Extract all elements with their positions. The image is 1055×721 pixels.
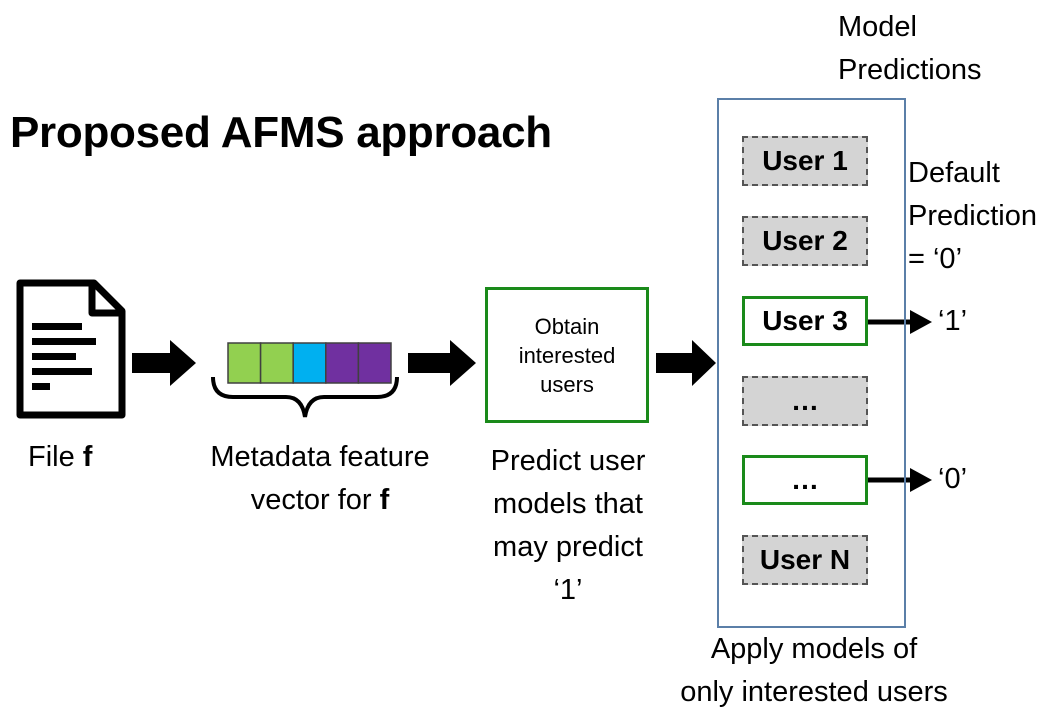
user-model-box: User 3 <box>742 296 868 346</box>
user5-prediction-value: ‘0’ <box>938 463 968 495</box>
user-model-box: User N <box>742 535 868 585</box>
user3-prediction-value: ‘1’ <box>938 305 968 337</box>
feature-cell <box>292 342 327 384</box>
obtain-users-box: Obtain interested users <box>485 287 649 423</box>
feature-cell <box>325 342 360 384</box>
predict-label: Predict user models that may predict ‘1’ <box>490 445 646 606</box>
document-icon <box>16 279 126 419</box>
vector-brace <box>211 376 399 418</box>
user-model-box: User 1 <box>742 136 868 186</box>
feature-cell <box>259 342 294 384</box>
diagram-title: Proposed AFMS approach <box>10 108 552 157</box>
arrow-obtain-to-models <box>656 340 716 386</box>
arrow-vector-to-obtain <box>408 340 476 386</box>
model-predictions-label: Model Predictions <box>838 11 982 86</box>
arrow-file-to-vector <box>132 340 196 386</box>
model-panel <box>717 98 906 628</box>
user-model-box: … <box>742 455 868 505</box>
apply-models-label: Apply models of only interested users <box>680 633 948 708</box>
feature-vector <box>227 342 392 384</box>
feature-cell <box>227 342 262 384</box>
feature-vector-label: Metadata feature vector for f <box>210 441 430 516</box>
file-label: File f <box>28 441 93 473</box>
feature-cell <box>357 342 392 384</box>
user-model-box: User 2 <box>742 216 868 266</box>
default-prediction-label: Default Prediction = ‘0’ <box>908 157 1037 275</box>
user-model-box: … <box>742 376 868 426</box>
